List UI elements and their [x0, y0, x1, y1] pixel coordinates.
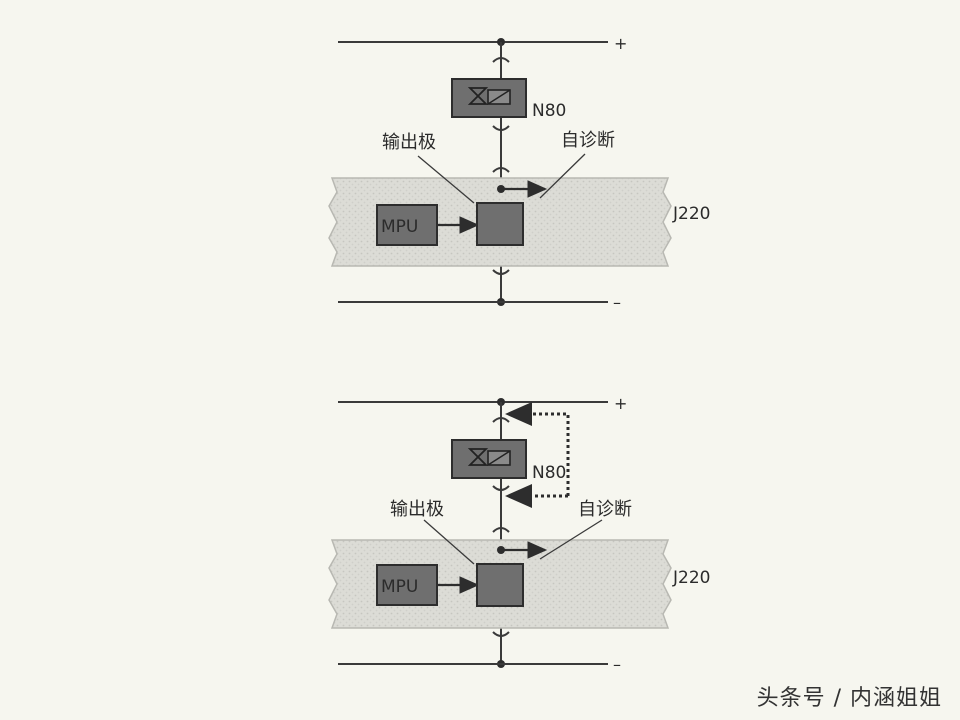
valve-label: N80 [532, 101, 566, 121]
output-stage-box [476, 563, 524, 607]
positive-label: + [614, 34, 627, 53]
positive-label: + [614, 394, 627, 413]
output-stage-label: 输出极 [390, 499, 444, 520]
diagram-top: + N80 J220 MPU 输出极 自诊断 [328, 34, 710, 312]
ecu-label: J220 [672, 568, 710, 588]
mpu-box [376, 204, 438, 246]
self-diagnosis-label: 自诊断 [561, 130, 615, 151]
ecu-label: J220 [672, 204, 710, 224]
valve-n80 [451, 439, 527, 479]
diagnosis-bypass-path [505, 402, 570, 496]
negative-label: – [613, 655, 621, 674]
negative-label: – [613, 293, 621, 312]
mpu-box [376, 564, 438, 606]
valve-n80 [451, 78, 527, 118]
output-stage-box [476, 202, 524, 246]
mpu-label: MPU [381, 217, 418, 237]
watermark: 头条号 / 内涵姐姐 [756, 686, 942, 711]
valve-icon [467, 448, 489, 466]
valve-label: N80 [532, 463, 566, 483]
self-diagnosis-label: 自诊断 [578, 499, 632, 520]
output-stage-label: 输出极 [382, 132, 436, 153]
valve-icon [467, 87, 489, 105]
mpu-label: MPU [381, 577, 418, 597]
diagram-bottom: + N80 J220 MPU 输出极 自诊断 – [328, 394, 710, 674]
